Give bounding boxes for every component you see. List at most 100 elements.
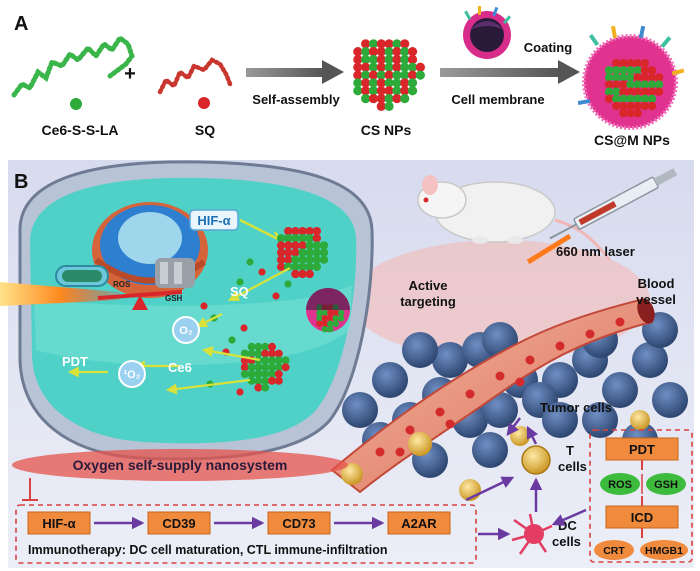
- dc-cells-label-2: cells: [552, 534, 581, 549]
- cs-np-ball: [368, 39, 379, 49]
- cs-np-ball: [384, 70, 394, 80]
- singlet-oxygen-bubble: [118, 360, 146, 388]
- csm-np-ball: [640, 58, 650, 68]
- active-targeting-label-1: Active: [408, 278, 447, 293]
- coating-arrow: [440, 60, 580, 84]
- pathway-cd39-box: [147, 511, 211, 535]
- csm-np-ball: [626, 58, 635, 68]
- cs-np-ball: [392, 62, 402, 72]
- cs-np-ball: [400, 47, 410, 57]
- csm-np-ball: [612, 73, 621, 82]
- csm-np-ball: [633, 80, 642, 89]
- tumor-cell: [372, 362, 408, 398]
- cs-np-ball: [392, 86, 402, 96]
- cell-np-ball: [254, 342, 263, 351]
- tumor-cells-arrow: [506, 417, 521, 436]
- tumor-cell: [632, 342, 668, 378]
- cell-np-ball: [298, 234, 307, 243]
- oxygen-banner-bg: [12, 449, 348, 481]
- cell-np-ball: [247, 370, 256, 378]
- cell-np-ball: [305, 269, 314, 279]
- csm-np-ball: [640, 94, 650, 104]
- csm-np-ball: [633, 101, 642, 111]
- cell-np-ball: [254, 370, 263, 378]
- scatter-ball: [200, 302, 208, 310]
- red-blood-cell: [395, 447, 405, 457]
- plus-sign: +: [124, 63, 136, 85]
- panel-a: A Ce6-S-S-LA + SQ Self-assembly CS NPs: [11, 6, 685, 148]
- ce6-label: Ce6-S-S-LA: [41, 122, 118, 138]
- right-gsh-label: GSH: [654, 479, 678, 491]
- scatter-ball: [240, 324, 248, 332]
- red-blood-cell: [585, 329, 595, 339]
- yellow-arrows: [67, 267, 291, 395]
- cell-np-ball: [312, 262, 322, 272]
- self-assembly-arrow: [246, 60, 344, 84]
- sq-polymer-chain: [157, 57, 233, 109]
- right-hmgb1-pill: [640, 540, 688, 560]
- cell-np-ball: [276, 241, 286, 250]
- cell-np-ball: [291, 248, 300, 257]
- sq-red-ball: [198, 97, 210, 109]
- cell-np-ball: [284, 255, 293, 264]
- cell-np-ball: [298, 269, 307, 279]
- scatter-ball: [284, 280, 292, 288]
- red-blood-cell: [465, 389, 475, 399]
- cs-np-ball: [384, 62, 394, 72]
- cs-np-ball: [361, 39, 371, 49]
- csm-np-ball: [619, 73, 628, 82]
- singlet-oxygen-label: ¹O₂: [123, 369, 140, 381]
- cell-np-ball: [240, 349, 249, 358]
- cs-np-ball: [361, 86, 371, 96]
- cs-np-ball: [400, 86, 410, 96]
- scatter-ball: [258, 268, 266, 276]
- cell-np-ball: [281, 363, 290, 372]
- csm-np-ball: [647, 80, 657, 89]
- csm-np-ball: [612, 58, 621, 68]
- csm-np-ball: [640, 73, 650, 82]
- cs-np-ball: [400, 78, 410, 88]
- pathway-row: HIF-α CD39 CD73 A2AR: [27, 476, 515, 541]
- cell-np-ball: [312, 255, 322, 264]
- cs-np-ball: [400, 62, 410, 72]
- cell-np-ball: [312, 226, 322, 236]
- csm-np-ball: [626, 66, 635, 75]
- mouse: [417, 175, 612, 262]
- cell-np-ball: [319, 241, 329, 250]
- csm-np-ball: [626, 108, 635, 118]
- csm-np-ball: [604, 66, 614, 75]
- entering-np-ball: [327, 326, 334, 333]
- cell-np-ball: [274, 356, 283, 365]
- entering-np-ball: [321, 326, 329, 333]
- cell-np-ball: [291, 262, 300, 272]
- tumor-cell: [582, 402, 618, 438]
- right-box: [589, 429, 693, 563]
- cs-np-ball: [368, 78, 379, 88]
- entering-np-ball: [321, 320, 329, 327]
- np-cluster-lower: [240, 342, 290, 392]
- entering-np-ball: [332, 309, 339, 317]
- immunotherapy-label: Immunotherapy: DC cell maturation, CTL i…: [28, 543, 388, 557]
- red-blood-cell: [525, 355, 535, 365]
- ce6-green-ball: [70, 98, 82, 110]
- scatter-ball: [236, 388, 244, 396]
- coated-np-entering: [306, 288, 350, 333]
- cs-np-ball: [353, 78, 363, 88]
- right-crt-label: CRT: [603, 545, 625, 557]
- csm-np-ball: [654, 73, 664, 82]
- tumor-cell: [402, 332, 438, 368]
- cs-np-ball: [384, 101, 394, 111]
- sq-label: SQ: [195, 122, 215, 138]
- entering-np-ball: [338, 309, 345, 317]
- cell-np-ball: [254, 363, 263, 372]
- csm-np-ball: [647, 94, 657, 104]
- entering-np-ball: [327, 320, 334, 327]
- entering-np-ball: [321, 315, 329, 322]
- cs-np-ball: [376, 78, 386, 88]
- csm-np-ball: [619, 101, 628, 111]
- cs-np-ball: [407, 86, 418, 96]
- cs-np-ball: [400, 39, 410, 49]
- cell-np-ball: [319, 255, 329, 264]
